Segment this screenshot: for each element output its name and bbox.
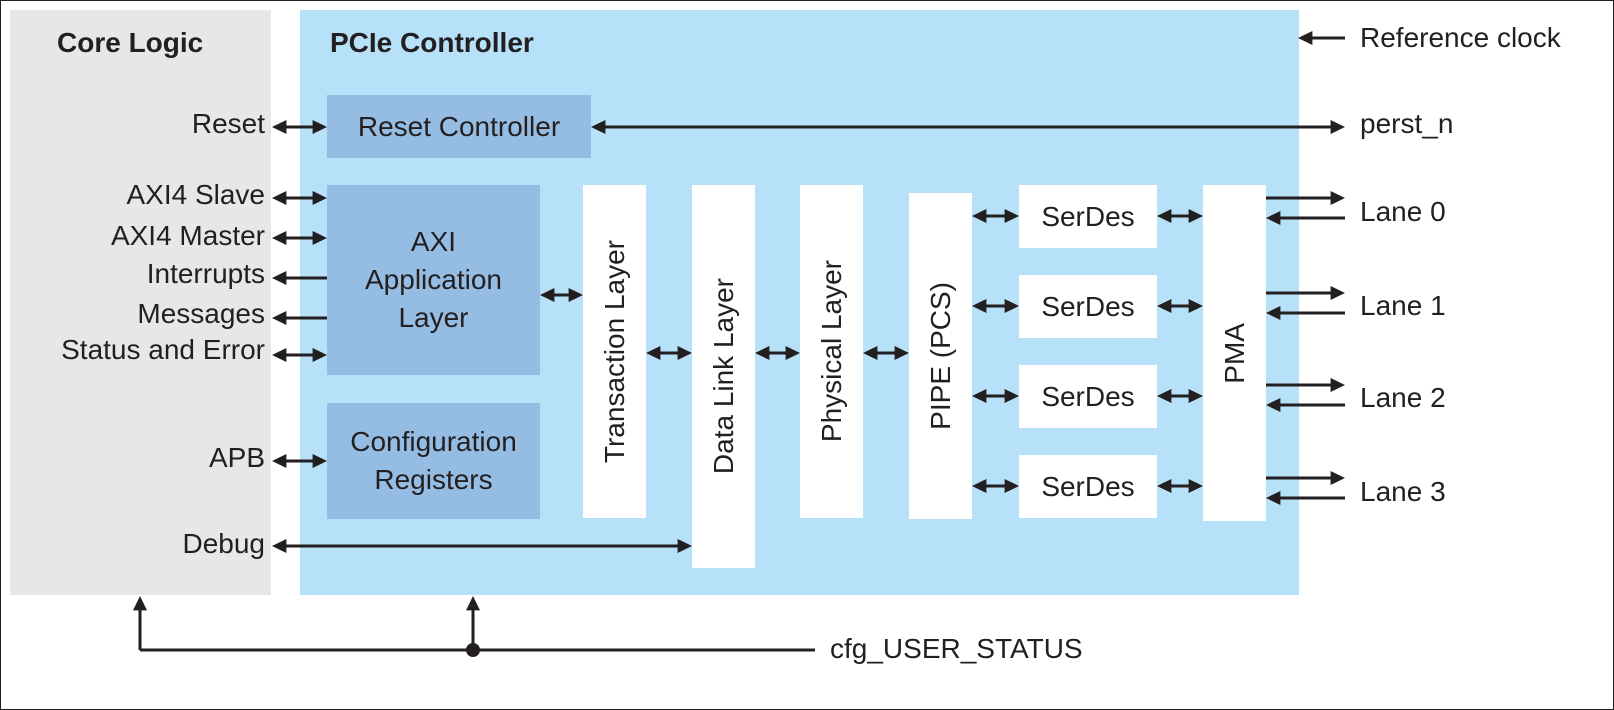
- arrowhead: [312, 454, 327, 468]
- arrowhead: [1330, 120, 1345, 134]
- arrowhead: [272, 231, 287, 245]
- arrowhead: [755, 346, 770, 360]
- configuration-registers-block: Configuration Registers: [327, 403, 540, 519]
- pma-block: PMA: [1203, 185, 1266, 521]
- arrowhead: [272, 539, 287, 553]
- arrowhead: [568, 288, 583, 302]
- junction-dot: [466, 643, 480, 657]
- arrowhead: [312, 120, 327, 134]
- arrowhead: [1188, 299, 1203, 313]
- serdes-label: SerDes: [1041, 470, 1135, 502]
- data-link-layer-block: Data Link Layer: [692, 185, 755, 568]
- arrowhead: [972, 479, 987, 493]
- arrowhead: [540, 288, 555, 302]
- arrowhead: [677, 539, 692, 553]
- arrowhead: [312, 231, 327, 245]
- reset-controller-label: Reset Controller: [357, 110, 561, 142]
- arrowhead: [863, 346, 878, 360]
- signal-axi4-master: AXI4 Master: [110, 220, 265, 251]
- axi-app-line-2: Application: [365, 264, 502, 295]
- signal-debug: Debug: [182, 528, 265, 559]
- signal-status-and-error: Status and Error: [61, 334, 265, 365]
- arrowhead: [1330, 378, 1345, 392]
- arrowhead: [1188, 389, 1203, 403]
- arrowhead: [894, 346, 909, 360]
- serdes-block-0: SerDes: [1019, 185, 1157, 248]
- arrowhead: [133, 596, 147, 611]
- arrowhead: [1266, 398, 1281, 412]
- arrowhead: [1157, 479, 1172, 493]
- arrowhead: [1157, 299, 1172, 313]
- arrowhead: [1266, 491, 1281, 505]
- signal-apb: APB: [208, 442, 265, 473]
- arrowhead: [1330, 286, 1345, 300]
- arrowhead: [312, 191, 327, 205]
- serdes-label: SerDes: [1041, 200, 1135, 232]
- serdes-label: SerDes: [1041, 380, 1135, 412]
- serdes-block-2: SerDes: [1019, 365, 1157, 428]
- arrowhead: [272, 454, 287, 468]
- lane-1-label: Lane 1: [1360, 290, 1446, 321]
- arrowhead: [466, 596, 480, 611]
- config-line-1: Configuration: [350, 426, 517, 457]
- serdes-block-3: SerDes: [1019, 455, 1157, 518]
- arrowhead: [1157, 209, 1172, 223]
- serdes-block-1: SerDes: [1019, 275, 1157, 338]
- arrowhead: [677, 346, 692, 360]
- arrowhead: [1004, 209, 1019, 223]
- transaction-layer-block: Transaction Layer: [583, 185, 646, 518]
- arrowhead: [1004, 299, 1019, 313]
- signal-axi4-slave: AXI4 Slave: [126, 179, 265, 210]
- arrowhead: [785, 346, 800, 360]
- axi-application-layer-block: AXI Application Layer: [327, 185, 540, 375]
- arrowhead: [272, 348, 287, 362]
- arrowhead: [1004, 389, 1019, 403]
- arrowhead: [1330, 471, 1345, 485]
- reset-controller-block: Reset Controller: [327, 95, 591, 158]
- arrowhead: [272, 271, 287, 285]
- serdes-label: SerDes: [1041, 290, 1135, 322]
- perst-n-label: perst_n: [1360, 108, 1454, 139]
- lane-0-label: Lane 0: [1360, 196, 1446, 227]
- arrowhead: [272, 311, 287, 325]
- arrowhead: [972, 209, 987, 223]
- arrowhead: [312, 348, 327, 362]
- arrowhead: [591, 120, 606, 134]
- arrowhead: [1298, 31, 1313, 45]
- arrowhead: [1188, 209, 1203, 223]
- arrowhead: [1266, 211, 1281, 225]
- signal-interrupts: Interrupts: [146, 258, 265, 289]
- arrowhead: [1188, 479, 1203, 493]
- arrowhead: [1330, 191, 1345, 205]
- lane-3-label: Lane 3: [1360, 476, 1446, 507]
- signal-reset: Reset: [191, 108, 265, 139]
- pipe-pcs-block: PIPE (PCS): [909, 193, 972, 519]
- arrowhead: [1157, 389, 1172, 403]
- reference-clock-label: Reference clock: [1360, 22, 1561, 53]
- arrowhead: [646, 346, 661, 360]
- cfg-user-status-label: cfg_USER_STATUS: [830, 633, 1083, 664]
- arrowhead: [1004, 479, 1019, 493]
- arrowhead: [1266, 306, 1281, 320]
- axi-app-line-1: AXI: [410, 226, 457, 257]
- core-logic-title: Core Logic: [57, 27, 204, 58]
- lane-2-label: Lane 2: [1360, 382, 1446, 413]
- axi-app-line-3: Layer: [398, 302, 469, 333]
- arrowhead: [272, 120, 287, 134]
- arrowhead: [972, 389, 987, 403]
- arrowhead: [972, 299, 987, 313]
- arrowhead: [272, 191, 287, 205]
- physical-layer-block: Physical Layer: [800, 185, 863, 518]
- signal-messages: Messages: [137, 298, 265, 329]
- config-line-2: Registers: [374, 464, 493, 495]
- pcie-controller-title: PCIe Controller: [330, 27, 534, 58]
- core-logic-region: [10, 10, 271, 595]
